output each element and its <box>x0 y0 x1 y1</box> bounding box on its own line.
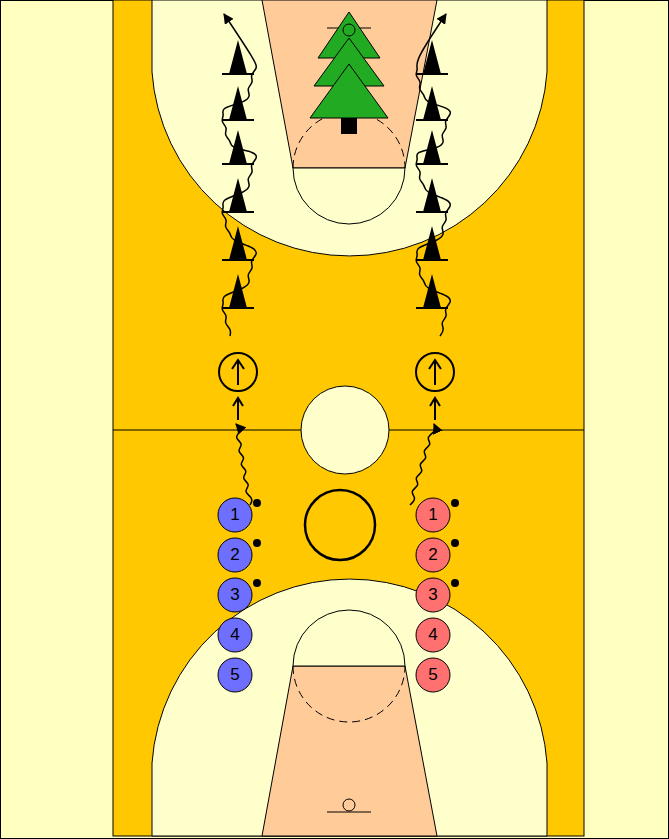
cone <box>229 226 247 260</box>
player-circle: 2 <box>217 537 253 573</box>
cone <box>229 178 247 212</box>
dribble-path <box>410 424 435 505</box>
cone <box>229 274 247 308</box>
ball <box>451 499 459 507</box>
player-number: 3 <box>415 577 451 613</box>
ball <box>253 579 261 587</box>
player-circle: 2 <box>415 537 451 573</box>
player-circle: 5 <box>217 657 253 693</box>
cone <box>229 130 247 164</box>
ball <box>253 539 261 547</box>
player-circle: 4 <box>217 617 253 653</box>
dribble-path <box>222 14 256 336</box>
cone <box>423 226 441 260</box>
player-number: 3 <box>217 577 253 613</box>
player-circle: 3 <box>415 577 451 613</box>
ball <box>451 579 459 587</box>
dribble-path <box>416 14 450 336</box>
tree <box>310 12 388 134</box>
player-number: 2 <box>415 537 451 573</box>
player-number: 5 <box>415 657 451 693</box>
cone <box>423 178 441 212</box>
player-number: 4 <box>217 617 253 653</box>
player-circle: 4 <box>415 617 451 653</box>
player-number: 4 <box>415 617 451 653</box>
player-number: 1 <box>415 497 451 533</box>
ball <box>451 539 459 547</box>
player-circle: 5 <box>415 657 451 693</box>
player-number: 2 <box>217 537 253 573</box>
player-circle: 3 <box>217 577 253 613</box>
ball <box>253 499 261 507</box>
player-circle: 1 <box>217 497 253 533</box>
player-number: 1 <box>217 497 253 533</box>
player-number: 5 <box>217 657 253 693</box>
player-circle: 1 <box>415 497 451 533</box>
dribble-path <box>236 424 252 505</box>
cone <box>423 274 441 308</box>
